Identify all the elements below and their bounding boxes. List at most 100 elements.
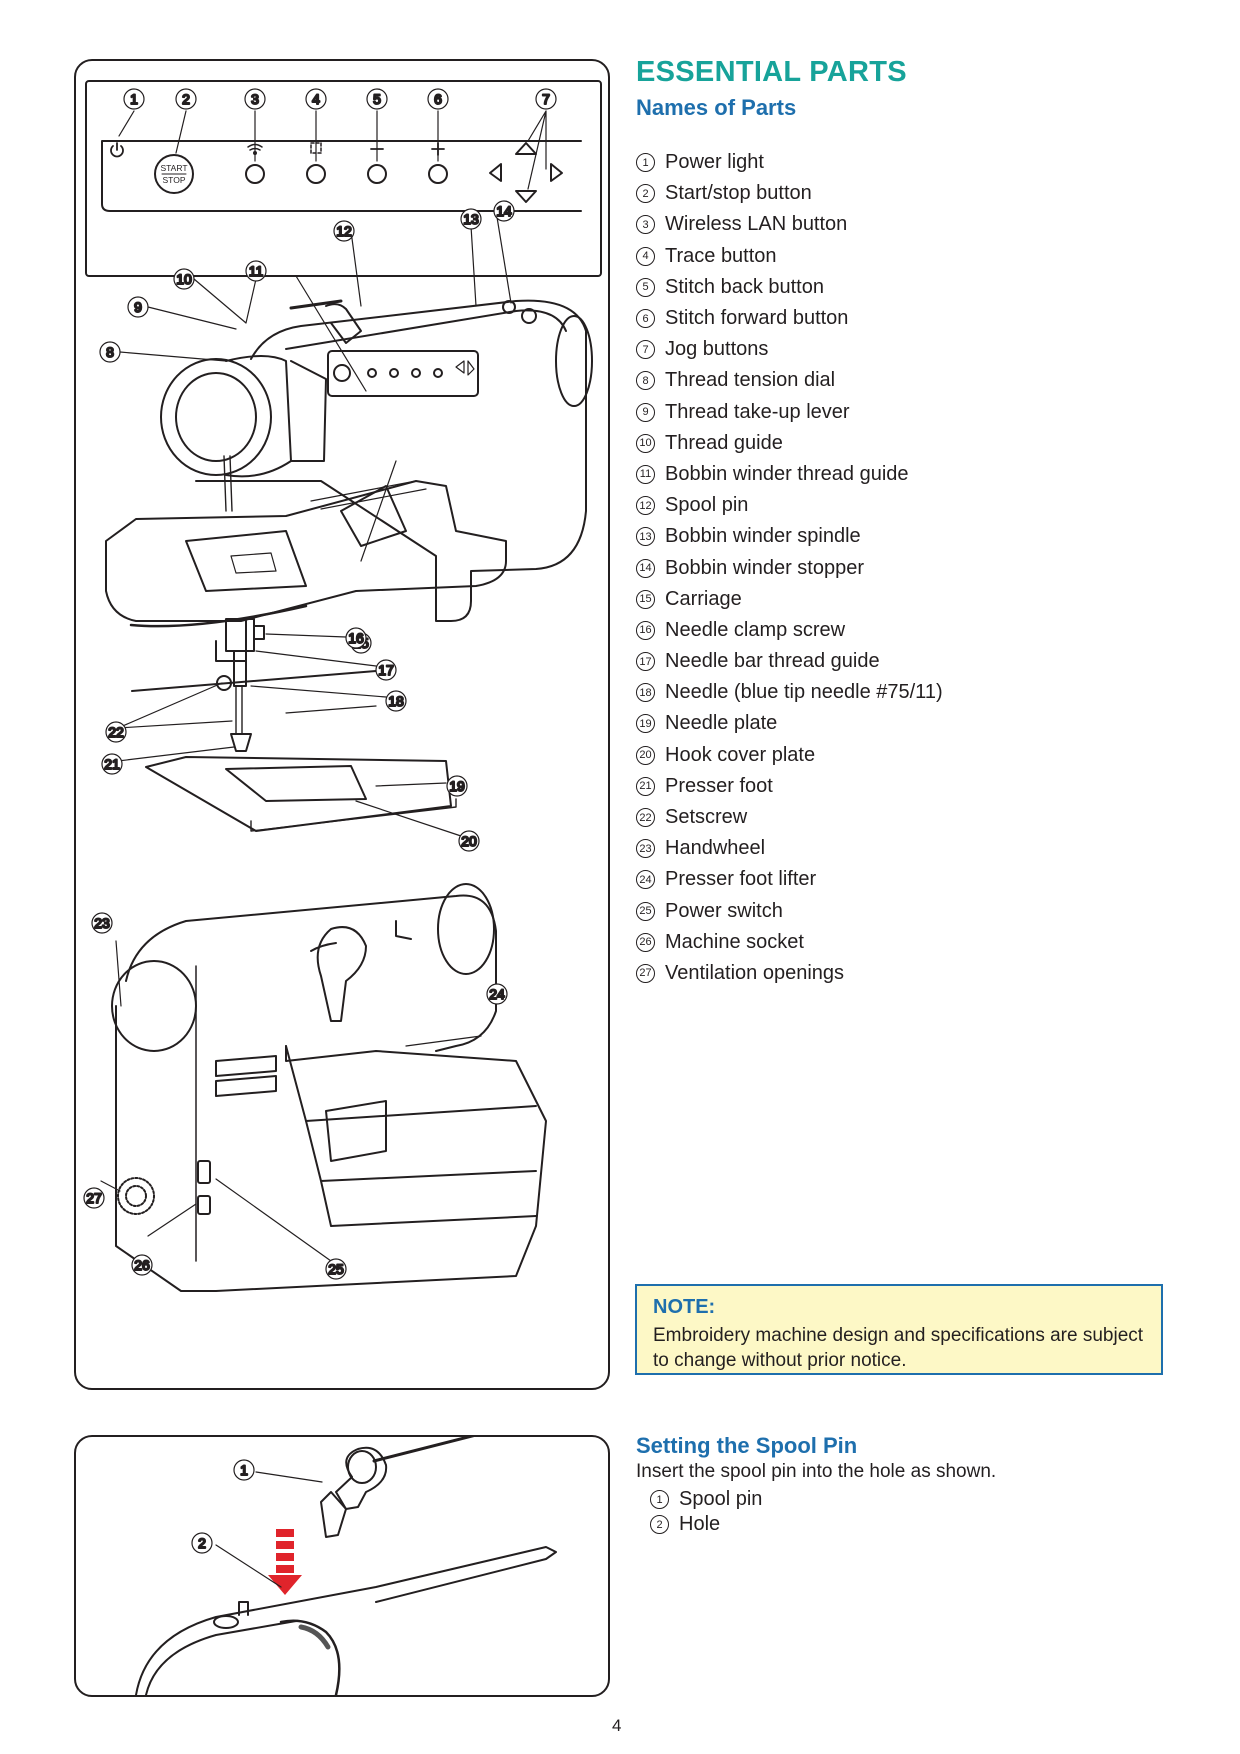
machine-parts-illustration: START STOP — [83, 80, 602, 1292]
spool-pin-foot — [320, 1491, 347, 1538]
spool-pin-disc — [335, 1446, 388, 1510]
spool-pin-rear — [316, 926, 367, 1022]
item-label: Needle bar thread guide — [665, 650, 880, 673]
svg-text:10: 10 — [176, 271, 192, 287]
item-label: Trace button — [665, 244, 777, 267]
item-number-badge: 2 — [636, 184, 655, 204]
item-label: Thread take-up lever — [665, 400, 850, 423]
svg-text:25: 25 — [328, 1261, 344, 1277]
note-title: NOTE: — [653, 1296, 716, 1318]
item-label: Setscrew — [665, 806, 748, 829]
svg-text:24: 24 — [489, 986, 505, 1002]
svg-text:8: 8 — [106, 344, 114, 360]
item-label: Needle (blue tip needle #75/11) — [665, 681, 943, 704]
item-number-badge: 27 — [636, 963, 655, 983]
svg-text:22: 22 — [108, 724, 124, 740]
control-panel-edge — [101, 140, 582, 212]
note-text: Embroidery machine design and specificat… — [653, 1325, 1144, 1371]
power-switch — [197, 1160, 211, 1184]
needle-bar-front — [223, 455, 233, 512]
item-label: Thread guide — [665, 431, 783, 454]
item-label: Presser foot — [665, 774, 773, 797]
item-number-badge: 22 — [636, 808, 655, 828]
callout-25: 25 — [325, 1258, 347, 1280]
item-number-badge: 1 — [650, 1490, 669, 1509]
list-item: 1 Power light — [636, 147, 943, 178]
item-label: Carriage — [665, 587, 742, 610]
machine-parts-figure: START STOP — [74, 59, 610, 1390]
section-title-names-of-parts: Names of Parts — [636, 95, 797, 120]
callout-6: 6 — [427, 88, 449, 110]
callout-17: 17 — [375, 659, 397, 681]
svg-text:14: 14 — [496, 203, 512, 219]
callout-12: 12 — [333, 220, 355, 242]
item-label: Wireless LAN button — [665, 213, 848, 236]
svg-text:11: 11 — [249, 263, 264, 279]
svg-text:2: 2 — [182, 91, 190, 107]
svg-text:1: 1 — [240, 1462, 248, 1478]
spool-pin-holder — [325, 303, 362, 344]
handwheel-top — [279, 1619, 341, 1695]
hook-cover-plate — [225, 765, 367, 802]
callout-26: 26 — [131, 1254, 153, 1276]
svg-text:12: 12 — [336, 223, 352, 239]
machine-top-edge — [135, 1546, 557, 1695]
svg-text:16: 16 — [348, 630, 364, 646]
svg-text:20: 20 — [461, 833, 477, 849]
insert-arrow-icon — [268, 1529, 302, 1595]
callout-5: 5 — [366, 88, 388, 110]
item-label: Bobbin winder thread guide — [665, 462, 909, 485]
ventilation-openings — [117, 1177, 155, 1215]
svg-text:23: 23 — [94, 915, 110, 931]
item-number-badge: 23 — [636, 839, 655, 859]
needle-shaft — [235, 685, 243, 735]
item-label: Spool pin — [679, 1488, 763, 1510]
item-number-badge: 1 — [636, 153, 655, 173]
svg-text:5: 5 — [373, 91, 381, 107]
svg-text:4: 4 — [312, 91, 320, 107]
page-number: 4 — [612, 1716, 622, 1735]
machine-socket — [197, 1195, 211, 1215]
callout-24: 24 — [486, 983, 508, 1005]
svg-text:9: 9 — [134, 299, 142, 315]
list-item: 22 Setscrew — [636, 802, 943, 833]
hole-ring — [213, 1615, 239, 1629]
list-item: 1 Spool pin — [650, 1487, 762, 1512]
svg-text:27: 27 — [86, 1190, 102, 1206]
svg-text:19: 19 — [449, 778, 465, 794]
item-number-badge: 20 — [636, 745, 655, 765]
callout-4: 4 — [305, 88, 327, 110]
callout-16: 16 — [345, 627, 367, 649]
svg-text:21: 21 — [104, 756, 120, 772]
presser-foot — [230, 733, 252, 752]
item-label: Start/stop button — [665, 182, 812, 205]
item-label: Hole — [679, 1513, 721, 1535]
item-number-badge: 15 — [636, 589, 655, 609]
item-number-badge: 5 — [636, 277, 655, 297]
item-number-badge: 24 — [636, 870, 655, 890]
needle-detail-drawing — [129, 604, 457, 832]
callout-13: 13 — [460, 208, 482, 230]
spool-pin-figure: 1 2 — [74, 1435, 610, 1697]
item-number-badge: 7 — [636, 340, 655, 360]
svg-text:17: 17 — [378, 662, 394, 678]
item-label: Power light — [665, 151, 764, 174]
control-panel-inset — [85, 80, 602, 277]
start-stop-button-icon: START STOP — [154, 154, 194, 194]
callout-9: 9 — [127, 296, 149, 318]
item-number-badge: 18 — [636, 683, 655, 703]
callout-1: 1 — [123, 88, 145, 110]
svg-text:1: 1 — [130, 91, 138, 107]
